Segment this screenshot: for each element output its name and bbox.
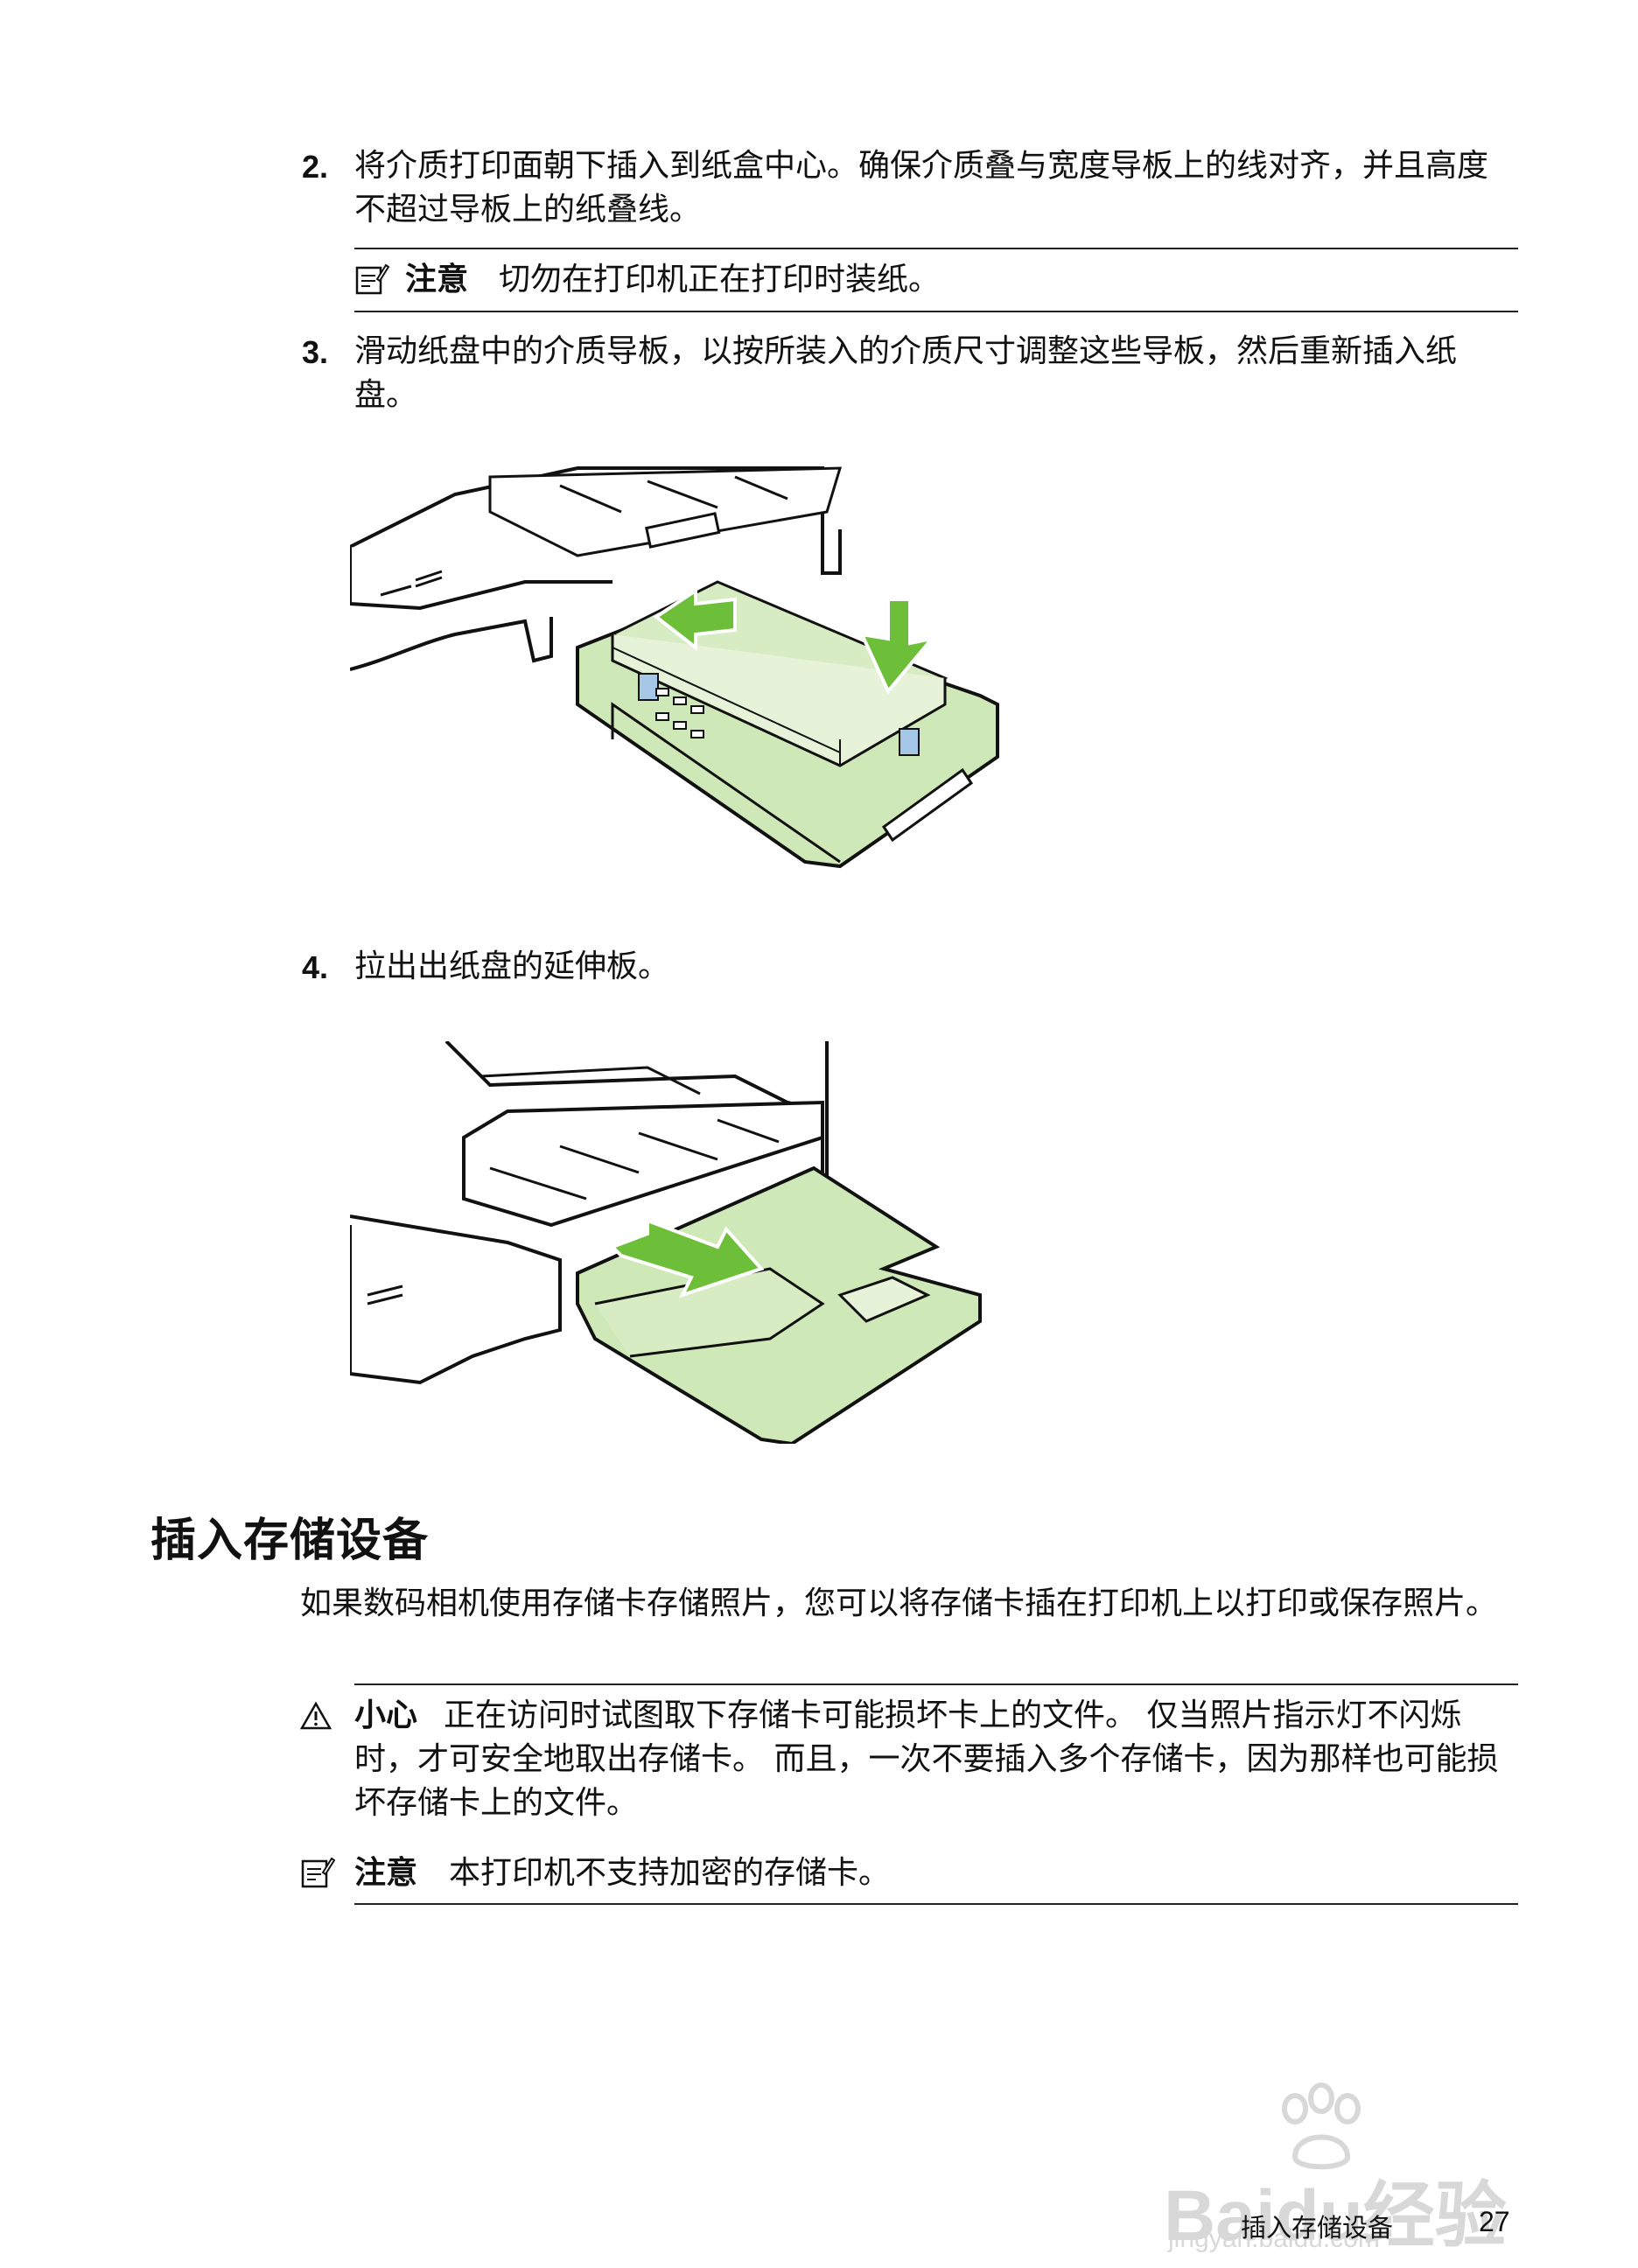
watermark-brand: Baidu经验 [1164,2176,1507,2256]
section-paragraph: 如果数码相机使用存储卡存储照片，您可以将存储卡插在打印机上以打印或保存照片。 [300,1586,1498,1621]
divider [354,1903,1518,1905]
baidu-watermark: Baidu经验 jingyan.baidu.com [1164,2082,1549,2256]
note-text: 切勿在打印机正在打印时装纸。 [499,262,941,298]
warning-icon [299,1701,332,1731]
note-label: 注意 [354,1855,418,1891]
step-number: 4. [302,949,329,985]
watermark-url: jingyan.baidu.com [1168,2224,1380,2253]
divider [354,248,1518,249]
caution-label: 小心 [354,1698,418,1733]
step-number: 3. [302,334,329,370]
step-number: 2. [302,149,329,185]
divider [354,311,1518,312]
paw-logo-icon [1282,2082,1361,2170]
section-title: 插入存储设备 [150,1515,430,1567]
note-icon [300,1855,336,1890]
note-text: 本打印机不支持加密的存储卡。 [449,1855,891,1891]
step-text: 将介质打印面朝下插入到纸盒中心。确保介质叠与宽度导板上的线对齐，并且高度不超过导… [354,148,1489,228]
note-label: 注意 [405,262,469,298]
note-icon [354,262,390,297]
footer-section: 插入存储设备 [1241,2213,1394,2243]
page-number: 27 [1479,2206,1510,2237]
paper-tray-illustration [350,466,999,869]
divider [354,1684,1518,1685]
output-tray-extension-illustration [350,1041,982,1444]
caution-text: 正在访问时试图取下存储卡可能损坏卡上的文件。 仅当照片指示灯不闪烁时，才可安全地… [354,1698,1499,1821]
step-text: 拉出出纸盘的延伸板。 [354,948,670,984]
step-text: 滑动纸盘中的介质导板，以按所装入的介质尺寸调整这些导板，然后重新插入纸盘。 [354,333,1458,413]
